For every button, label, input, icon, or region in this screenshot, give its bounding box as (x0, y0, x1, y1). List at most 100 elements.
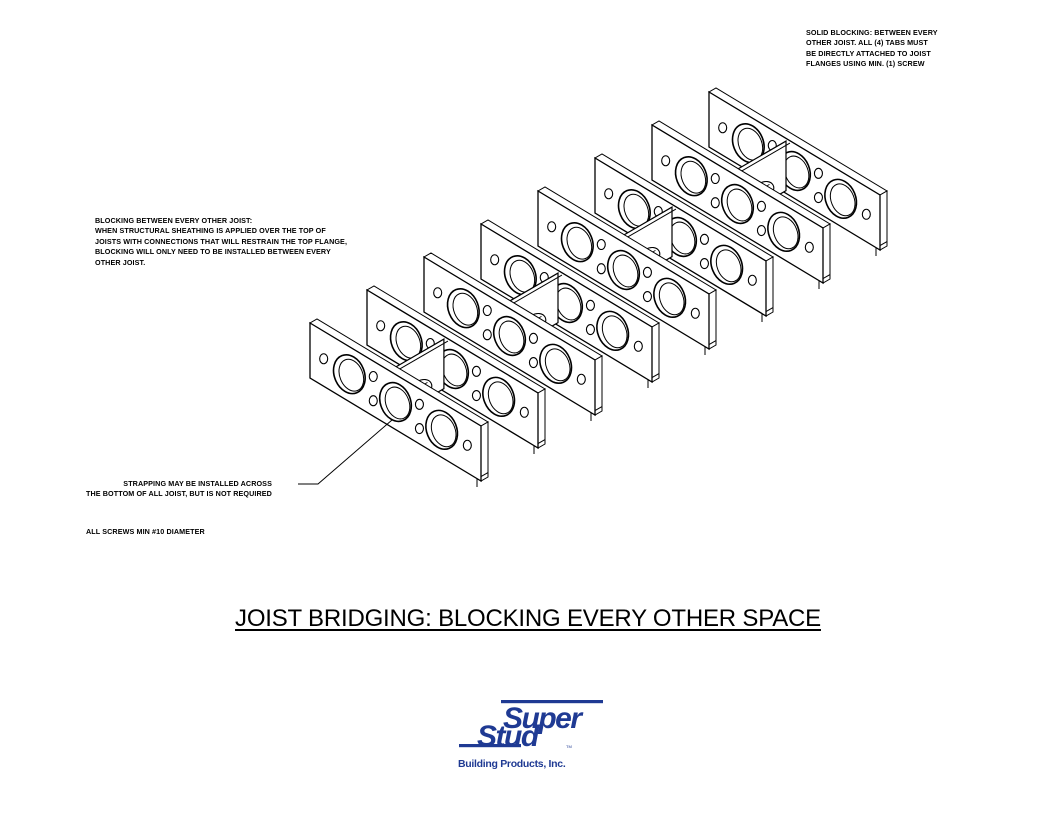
knockout-hole (492, 315, 527, 357)
fastener-hole (585, 299, 595, 311)
fastener-hole (596, 263, 606, 275)
fastener-hole (414, 422, 424, 435)
knockout-hole (606, 249, 641, 291)
fastener-hole (547, 221, 557, 233)
fastener-hole (756, 224, 766, 237)
fastener-hole (718, 122, 728, 134)
fastener-hole (490, 254, 500, 266)
fastener-hole (661, 155, 671, 167)
fastener-hole (699, 233, 709, 245)
fastener-hole (585, 323, 595, 336)
knockout-hole (378, 381, 413, 423)
knockout-hole (653, 277, 687, 318)
logo-bar-top (501, 700, 603, 704)
fastener-hole (368, 395, 378, 407)
joist-lip (822, 274, 831, 280)
fastener-hole (710, 197, 720, 209)
knockout-hole (674, 156, 708, 197)
knockout-hole-rim (772, 216, 799, 250)
fastener-hole (376, 320, 386, 332)
knockout-hole (425, 409, 459, 450)
fastener-hole (804, 241, 814, 253)
joist-lip (594, 406, 603, 412)
note-line: WHEN STRUCTURAL SHEATHING IS APPLIED OVE… (95, 226, 326, 236)
knockout-hole-rim (601, 315, 628, 349)
note-line: THE BOTTOM OF ALL JOIST, BUT IS NOT REQU… (86, 489, 272, 499)
knockout-hole-rim (612, 254, 639, 288)
note-line: JOISTS WITH CONNECTIONS THAT WILL RESTRA… (95, 236, 348, 246)
note-line: SOLID BLOCKING: BETWEEN EVERY (806, 28, 938, 37)
fastener-hole (604, 188, 614, 200)
joist-lip (480, 472, 489, 478)
blocking-flange (732, 142, 791, 177)
knockout-hole-rim (829, 183, 856, 217)
joist-end-edge (765, 256, 774, 317)
joist-end-edge (879, 190, 888, 251)
fastener-hole (528, 332, 538, 344)
note-line: ALL SCREWS MIN #10 DIAMETER (86, 527, 205, 536)
fastener-hole (368, 370, 378, 383)
knockout-hole-rim (430, 414, 457, 448)
knockout-hole (710, 244, 744, 285)
joist-end-edge (708, 289, 717, 350)
fastener-hole (642, 266, 652, 278)
note-line: BLOCKING WILL ONLY NEED TO BE INSTALLED … (95, 247, 331, 257)
knockout-hole (482, 376, 516, 417)
strapping-leader-line (298, 419, 393, 485)
blocking-flange (504, 274, 563, 309)
fastener-hole (576, 373, 586, 385)
logo-word-super: Super (503, 702, 584, 735)
knockout-hole (446, 288, 480, 329)
knockout-hole (824, 178, 858, 219)
knockout-hole (560, 222, 594, 263)
joist (651, 120, 831, 289)
fastener-hole (813, 191, 823, 204)
drawing-title: JOIST BRIDGING: BLOCKING EVERY OTHER SPA… (235, 605, 821, 632)
fastener-hole (756, 200, 766, 212)
joist (480, 219, 660, 388)
joist-lip (879, 241, 888, 247)
trademark-mark: TM (566, 744, 572, 749)
fastener-hole (813, 167, 823, 179)
knockout-hole-rim (726, 188, 753, 222)
blocking-flange (618, 208, 677, 243)
fastener-hole (699, 257, 709, 270)
knockout-hole-rim (452, 292, 479, 326)
logo-bar-bottom (459, 744, 521, 748)
fastener-hole (482, 304, 492, 317)
fastener-hole (528, 356, 538, 369)
joist-lip (765, 307, 774, 313)
knockout-hole (539, 343, 573, 384)
knockout-hole (596, 310, 630, 351)
fastener-hole (462, 439, 472, 451)
fastener-hole (471, 389, 481, 402)
knockout-hole-rim (658, 282, 685, 316)
joist (309, 318, 489, 487)
knockout-hole (332, 354, 366, 395)
joist (708, 87, 888, 256)
joist-end-edge (822, 223, 831, 284)
knockout-hole-rim (715, 249, 742, 283)
joist-end-edge (651, 322, 660, 383)
fastener-hole (690, 307, 700, 319)
note-line: BLOCKING BETWEEN EVERY OTHER JOIST: (95, 216, 253, 225)
logo-tagline: Building Products, Inc. (458, 758, 566, 770)
joist-lip (708, 340, 717, 346)
joist (537, 186, 717, 355)
knockout-hole-rim (498, 320, 525, 354)
fastener-hole (596, 238, 606, 251)
fastener-hole (633, 340, 643, 352)
strapping-note: STRAPPING MAY BE INSTALLED ACROSS THE BO… (86, 479, 272, 500)
joist-lip (537, 439, 546, 445)
joist-lip (651, 373, 660, 379)
fastener-hole (319, 353, 329, 365)
knockout-hole (767, 211, 801, 252)
fastener-hole (861, 208, 871, 220)
fastener-hole (482, 329, 492, 341)
fastener-hole (642, 290, 652, 303)
super-stud-logo: Super Stud TM (459, 700, 603, 753)
note-line: FLANGES USING MIN. (1) SCREW (806, 59, 925, 69)
knockout-hole-rim (680, 160, 707, 194)
knockout-hole-rim (487, 381, 514, 415)
logo-word-stud: Stud (477, 720, 540, 753)
